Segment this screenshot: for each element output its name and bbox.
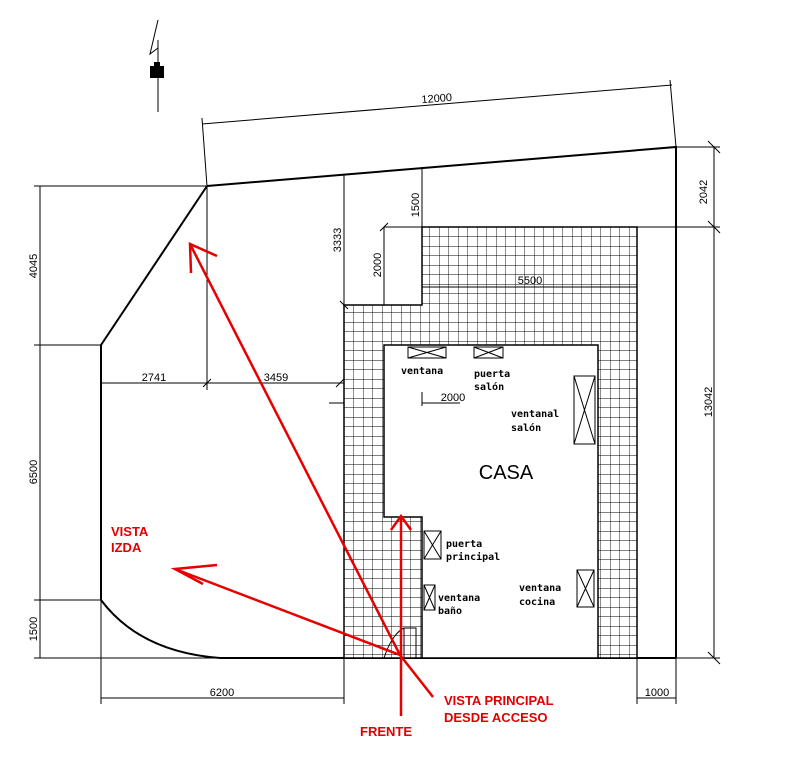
dim-left-top: 4045	[28, 254, 40, 278]
label-vista-principal: VISTA PRINCIPAL	[444, 693, 554, 708]
label-frente: FRENTE	[360, 724, 412, 739]
label-vista-principal-2: DESDE ACCESO	[444, 710, 548, 725]
label-puerta-salon-2: salón	[474, 381, 504, 393]
label-ventana-cocina: ventana	[519, 583, 561, 594]
house-footprint: CASA	[343, 226, 638, 659]
dim-5500: 5500	[518, 275, 542, 287]
house-label: CASA	[479, 462, 534, 484]
vista-principal-arrow-icon	[188, 242, 402, 656]
puerta-salon-door-icon	[473, 346, 504, 359]
label-ventanal-salon: ventanal	[511, 409, 559, 420]
dim-inner-2000: 2000	[441, 392, 465, 404]
vista-izda-arrow-icon	[170, 563, 401, 657]
label-vista-izda-2: IZDA	[111, 540, 142, 555]
dim-bottom-left: 6200	[210, 687, 234, 699]
label-ventana-cocina-2: cocina	[519, 596, 555, 608]
ventana-bano-window-icon	[423, 584, 436, 611]
dim-left-bottom: 1500	[28, 617, 40, 641]
frente-arrow-icon	[389, 513, 413, 716]
dim-top-width: 12000	[421, 92, 452, 106]
label-vista-izda: VISTA	[111, 524, 149, 539]
ventana-cocina-window-icon	[576, 569, 595, 608]
dim-inner-h1: 2741	[142, 372, 166, 384]
opening-labels: ventana puerta salón ventanal salón puer…	[401, 366, 561, 617]
dim-left-mid: 6500	[28, 460, 40, 484]
label-ventana: ventana	[401, 366, 443, 377]
dim-right-top: 2042	[698, 180, 710, 204]
dim-1500: 1500	[410, 193, 422, 217]
ventanal-salon-window-icon	[573, 375, 596, 445]
openings	[383, 346, 596, 659]
view-labels: VISTA IZDA VISTA PRINCIPAL DESDE ACCESO …	[111, 524, 554, 739]
dim-right-total: 13042	[703, 387, 715, 418]
dim-2000: 2000	[372, 253, 384, 277]
dimension-labels: 12000 13042 2042 4045 6500 1500 2741 345…	[28, 92, 715, 699]
label-ventana-bano-2: baño	[438, 606, 462, 617]
dimension-lines	[34, 79, 721, 704]
view-arrows	[170, 242, 434, 716]
label-ventana-bano: ventana	[438, 593, 480, 604]
ventana-window-icon	[407, 346, 447, 359]
north-arrow-icon	[149, 19, 164, 112]
dim-inner-h2: 3459	[264, 372, 288, 384]
dim-bottom-right: 1000	[645, 687, 669, 699]
label-puerta-principal: puerta	[446, 539, 482, 550]
label-puerta-principal-2: principal	[446, 551, 500, 563]
label-puerta-salon: puerta	[474, 369, 510, 380]
puerta-principal-door-icon	[423, 530, 442, 560]
dim-3333: 3333	[332, 228, 344, 252]
label-ventanal-salon-2: salón	[511, 422, 541, 434]
